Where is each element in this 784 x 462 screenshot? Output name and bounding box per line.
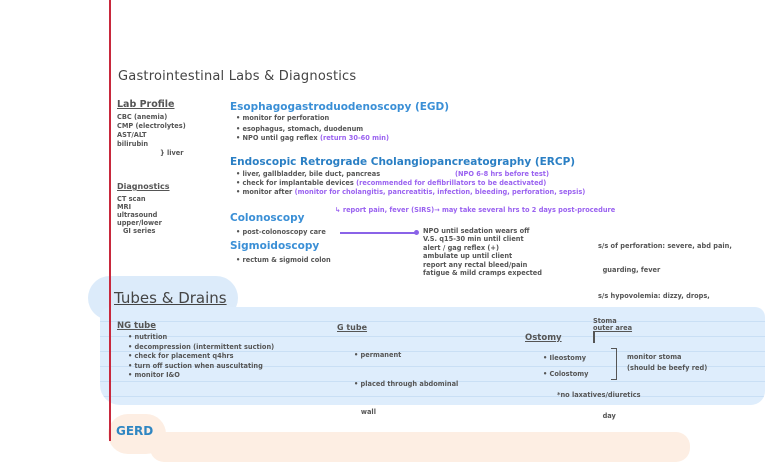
ercp-heading: Endoscopic Retrograde Cholangiopancreato… [230, 156, 576, 168]
complication-line: guarding, fever [598, 266, 661, 274]
margin-line [109, 0, 111, 441]
diagnostic-item: GI series [123, 227, 156, 235]
liver-brace-label: } liver [160, 149, 184, 157]
lab-item: CBC (anemia) [117, 113, 168, 121]
ercp-bullet: • monitor after (monitor for cholangitis… [236, 188, 586, 196]
ng-tube-list: • nutrition • decompression (intermitten… [128, 333, 274, 381]
ercp-npo-note: (NPO 6-8 hrs before test) [455, 170, 549, 178]
diagnostics-heading: Diagnostics [117, 182, 170, 191]
egd-heading: Esophagogastroduodenoscopy (EGD) [230, 101, 450, 113]
ostomy-list: • Ileostomy • Colostomy [543, 350, 588, 382]
sigmoidoscopy-bullet: • rectum & sigmoid colon [236, 256, 331, 264]
g-tube-bullet: • placed through abdominal [354, 379, 459, 388]
lab-item: AST/ALT [117, 131, 147, 139]
complication-line: s/s hypovolemia: dizzy, drops, [598, 292, 710, 300]
ostomy-item: • Colostomy [543, 370, 589, 378]
colonoscopy-post-care: NPO until sedation wears off V.S. q15-30… [423, 227, 542, 277]
complication-line: s/s of perforation: severe, abd pain, [598, 242, 732, 250]
egd-bullet: • esophagus, stomach, duodenum [236, 125, 364, 133]
colonoscopy-heading: Colonoscopy [230, 212, 305, 224]
ostomy-footer: *no laxatives/diuretics [557, 391, 641, 399]
ng-tube-bullet: • decompression (intermittent suction) [128, 342, 275, 351]
ostomy-note: (should be beefy red) [627, 364, 708, 372]
arrow-connector [340, 232, 416, 234]
egd-gag-note: (return 30-60 min) [319, 134, 389, 142]
diagnostics-list: CT scan MRI ultrasound upper/lower GI se… [117, 195, 162, 235]
post-care-line: fatigue & mild cramps expected [423, 269, 542, 278]
ercp-monitor-note: (monitor for cholangitis, pancreatitis, … [294, 188, 586, 196]
g-tube-bullet: • permanent [354, 351, 402, 359]
colonoscopy-bullet: • post-colonoscopy care [236, 228, 326, 236]
stoma-label-text: Stoma [593, 317, 617, 325]
ng-tube-bullet: • turn off suction when auscultating [128, 361, 263, 370]
post-care-line: NPO until sedation wears off [423, 227, 530, 235]
diagnostic-item: CT scan [117, 195, 146, 203]
egd-bullets: • monitor for perforation • esophagus, s… [236, 114, 389, 143]
ng-tube-bullet: • check for placement q4hrs [128, 352, 234, 360]
ostomy-notes: monitor stoma (should be beefy red) [627, 352, 707, 374]
page-title: Gastrointestinal Labs & Diagnostics [118, 69, 357, 84]
diagnostic-item: ultrasound [117, 211, 158, 219]
post-care-line: alert / gag reflex (+) [423, 243, 499, 252]
stoma-arrow-icon [593, 331, 595, 343]
ercp-bullets: • liver, gallbladder, bile duct, pancrea… [236, 170, 585, 197]
ostomy-heading: Ostomy [525, 333, 562, 343]
gerd-heading: GERD [116, 424, 154, 438]
ostomy-item: • Ileostomy [543, 354, 587, 362]
egd-bullet: • monitor for perforation [236, 114, 330, 122]
ng-tube-bullet: • monitor I&O [128, 371, 180, 379]
g-tube-heading: G tube [337, 323, 368, 332]
post-care-line: ambulate up until client [423, 252, 513, 261]
lab-profile-heading: Lab Profile [117, 99, 175, 110]
tubes-section-highlight [100, 307, 765, 405]
stoma-sub-text: outer area [593, 324, 633, 332]
ostomy-note: monitor stoma [627, 353, 682, 361]
ng-tube-bullet: • nutrition [128, 333, 168, 341]
gerd-section-highlight [150, 432, 690, 462]
egd-bullet: • NPO until gag reflex (return 30-60 min… [236, 134, 389, 142]
ercp-continued-note: ↳ report pain, fever (SIRS)→ may take se… [335, 206, 616, 214]
complication-line: day [598, 412, 616, 420]
ng-tube-heading: NG tube [117, 321, 157, 331]
lab-profile-list: CBC (anemia) CMP (electrolytes) AST/ALT … [117, 113, 186, 149]
diagnostic-item: MRI [117, 203, 132, 211]
post-care-line: V.S. q15-30 min until client [423, 235, 524, 244]
lab-item: CMP (electrolytes) [117, 122, 186, 130]
arrow-head-icon [414, 230, 419, 235]
ercp-bullet: • check for implantable devices (recomme… [236, 179, 547, 187]
ercp-device-note: (recommended for defibrillators to be de… [356, 179, 547, 187]
stoma-label: Stoma outer area [593, 318, 632, 332]
diagnostic-item: upper/lower [117, 219, 162, 227]
tubes-drains-heading: Tubes & Drains [114, 289, 227, 307]
g-tube-bullet: wall [354, 408, 376, 416]
lab-item: bilirubin [117, 140, 149, 148]
sigmoidoscopy-heading: Sigmoidoscopy [230, 240, 320, 252]
ercp-bullet: • liver, gallbladder, bile duct, pancrea… [236, 170, 381, 178]
bracket-icon [611, 348, 617, 380]
post-care-line: report any rectal bleed/pain [423, 260, 528, 269]
